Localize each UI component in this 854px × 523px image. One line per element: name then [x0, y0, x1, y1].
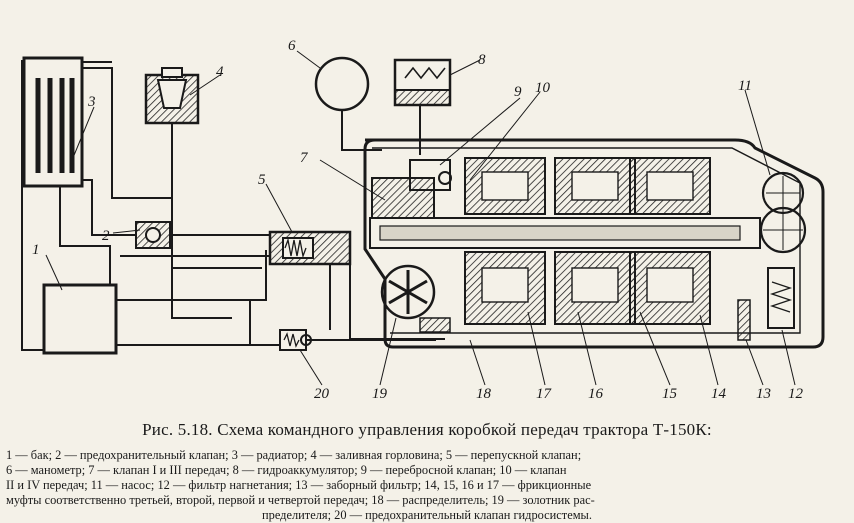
figure-caption: Рис. 5.18. Схема командного управления к… [142, 420, 712, 439]
label-13: 13 [756, 386, 771, 402]
hydraulic-schematic: 1 2 3 4 5 6 7 8 9 10 11 12 13 14 15 16 1… [21, 38, 825, 402]
safety-valve-2 [135, 221, 171, 249]
manometer [314, 56, 370, 112]
tank [42, 283, 118, 355]
bypass-valve [268, 230, 352, 266]
label-15: 15 [662, 386, 678, 402]
label-14: 14 [711, 386, 727, 402]
legend-line: муфты соответственно третьей, второй, пе… [6, 493, 595, 507]
pump [759, 171, 807, 254]
label-16: 16 [588, 386, 604, 402]
callout-labels: 1 2 3 4 5 6 7 8 9 10 11 12 13 14 15 16 1… [32, 38, 804, 402]
label-18: 18 [476, 386, 492, 402]
label-2: 2 [102, 228, 110, 244]
gearbox-housing [363, 138, 825, 349]
label-1: 1 [32, 242, 40, 258]
filler-neck [144, 67, 200, 125]
pipelines [21, 60, 445, 351]
distributor-spool [380, 264, 451, 333]
label-7: 7 [300, 150, 309, 166]
legend-line: 6 — манометр; 7 — клапан I и III передач… [6, 463, 567, 477]
label-12: 12 [788, 386, 804, 402]
legend-line: II и IV передач; 11 — насос; 12 — фильтр… [6, 478, 592, 492]
figure-legend: 1 — бак; 2 — предохранительный клапан; 3… [6, 448, 848, 523]
label-6: 6 [288, 38, 296, 54]
label-4: 4 [216, 64, 224, 80]
label-3: 3 [87, 94, 96, 110]
label-10: 10 [535, 80, 551, 96]
legend-line: 1 — бак; 2 — предохранительный клапан; 3… [6, 448, 582, 462]
leader-lines [45, 50, 796, 386]
label-9: 9 [514, 84, 522, 100]
legend-line: пределителя; 20 — предохранительный клап… [262, 508, 592, 522]
label-11: 11 [738, 78, 752, 94]
label-8: 8 [478, 52, 486, 68]
label-19: 19 [372, 386, 388, 402]
label-20: 20 [314, 386, 330, 402]
hydro-accumulator [393, 58, 452, 107]
radiator [22, 56, 84, 188]
label-5: 5 [258, 172, 266, 188]
label-17: 17 [536, 386, 553, 402]
